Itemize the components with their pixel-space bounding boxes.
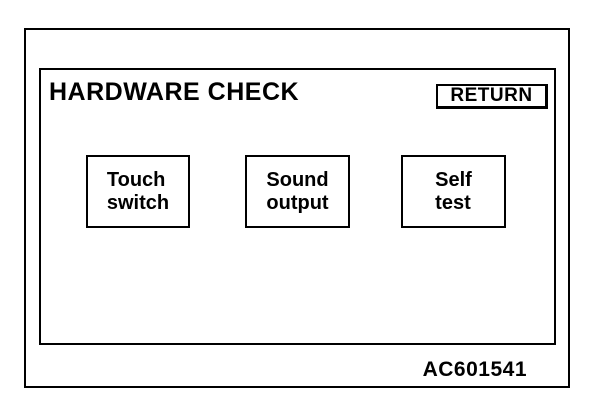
figure-code: AC601541 — [422, 358, 527, 381]
self-test-label-line1: Self — [435, 168, 472, 191]
sound-output-button-label: Sound output — [266, 169, 328, 215]
self-test-label-line2: test — [435, 191, 471, 214]
sound-output-button[interactable]: Sound output — [245, 155, 350, 228]
sound-output-label-line2: output — [266, 191, 329, 214]
sound-output-label-line1: Sound — [266, 168, 329, 191]
touch-switch-button-label: Touch switch — [107, 169, 169, 215]
self-test-button[interactable]: Self test — [401, 155, 506, 228]
return-button[interactable]: RETURN — [436, 84, 548, 109]
touch-switch-label-line2: switch — [106, 191, 170, 214]
screen-title: HARDWARE CHECK — [49, 78, 300, 106]
self-test-button-label: Self test — [435, 169, 472, 215]
touch-switch-button[interactable]: Touch switch — [86, 155, 190, 228]
touch-switch-label-line1: Touch — [106, 168, 166, 191]
